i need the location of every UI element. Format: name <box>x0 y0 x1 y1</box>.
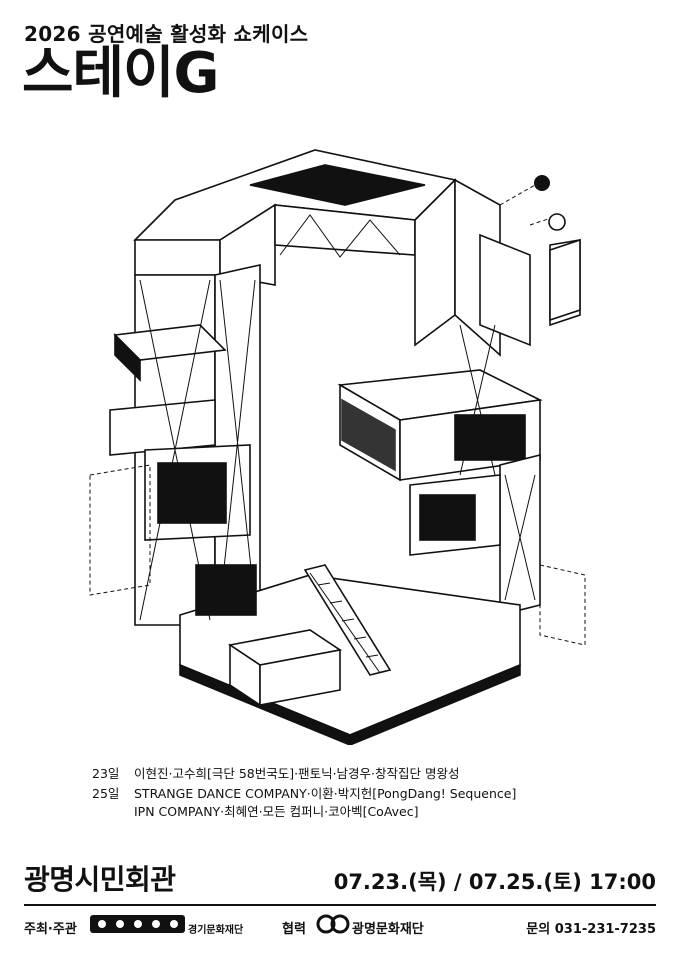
lineup-day: 25일 <box>92 786 120 801</box>
divider <box>24 904 656 906</box>
host-label: 주최·주관 <box>24 922 77 937</box>
lineup-row: 25일 STRANGE DANCE COMPANY·이환·박지헌[PongDang… <box>92 786 516 802</box>
venue-name: 광명시민회관 <box>24 863 176 896</box>
partner-name: 광명문화재단 <box>352 922 424 937</box>
partner-label: 협력 <box>282 922 306 937</box>
host-name: 경기문화재단 <box>188 925 244 936</box>
partner-logo-icon <box>316 914 350 934</box>
contact-info: 문의 031-231-7235 <box>526 922 656 937</box>
poster-title: 스테이G <box>22 41 220 106</box>
lineup-row: IPN COMPANY·최혜연·모든 컴퍼니·코아벡[CoAvec] <box>92 804 418 820</box>
stage-g-illustration <box>89 149 586 745</box>
lineup-row: 23일 이현진·고수희[극단 58번국도]·팬토닉·남경우·창작집단 명왕성 <box>92 766 460 782</box>
host-logo <box>90 915 185 933</box>
lineup-text: IPN COMPANY·최혜연·모든 컴퍼니·코아벡[CoAvec] <box>134 804 419 819</box>
lineup-day: 23일 <box>92 766 120 781</box>
event-dates: 07.23.(목) / 07.25.(토) 17:00 <box>333 870 656 894</box>
poster-subtitle: 2026 공연예술 활성화 쇼케이스 <box>24 22 309 46</box>
lineup-text: STRANGE DANCE COMPANY·이환·박지헌[PongDang! S… <box>134 786 517 801</box>
lineup-text: 이현진·고수희[극단 58번국도]·팬토닉·남경우·창작집단 명왕성 <box>134 766 460 781</box>
